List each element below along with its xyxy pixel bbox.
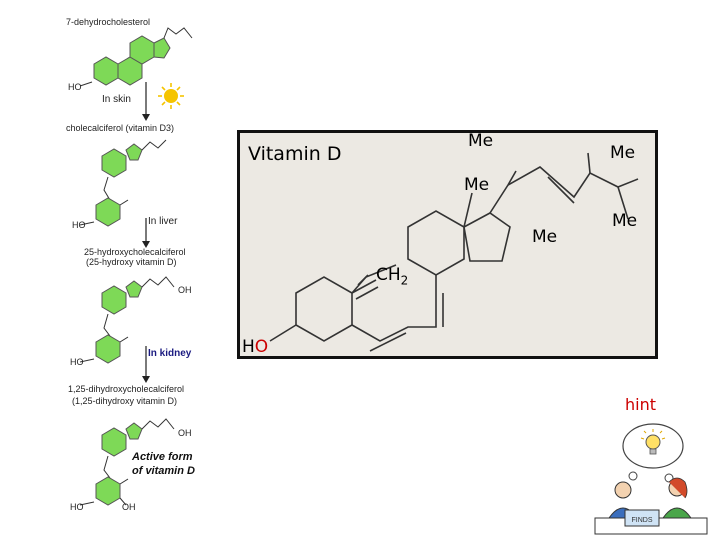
step-in-skin: In skin — [102, 94, 131, 105]
ho-label: HO — [70, 357, 84, 367]
active-form-line2: of vitamin D — [132, 465, 195, 477]
methyl-group-label: Me — [612, 211, 638, 231]
structure-7-dehydrocholesterol — [79, 27, 193, 87]
hydroxyl-group-label: HO — [242, 337, 268, 357]
oh-label: OH — [122, 502, 136, 512]
methyl-group-label: Me — [610, 143, 636, 163]
structure-1-25-dihydroxy — [79, 418, 175, 506]
oh-label: OH — [178, 428, 192, 438]
hydroxyl-o: O — [254, 337, 269, 357]
vitamin-d-title: Vitamin D — [248, 143, 342, 165]
compound-cholecalciferol: cholecalciferol (vitamin D3) — [66, 123, 175, 133]
screen-text: FINDS — [632, 517, 653, 524]
oh-label: OH — [178, 285, 192, 295]
lightbulb-icon — [640, 429, 666, 455]
vitamin-d-skeleton — [269, 152, 639, 352]
compound-25-hydroxy-line1: 25-hydroxycholecalciferol — [84, 247, 186, 257]
structure-25-hydroxy — [79, 276, 175, 364]
hydroxyl-h: H — [242, 337, 255, 357]
compound-25-hydroxy-line2: (25-hydroxy vitamin D) — [86, 257, 177, 267]
step-in-kidney: In kidney — [148, 348, 192, 359]
sun-icon — [158, 83, 184, 109]
hint-label[interactable]: hint — [625, 395, 656, 414]
methyl-group-label: Me — [468, 131, 494, 151]
ch2-group-label: CH2 — [376, 265, 408, 287]
ho-label: HO — [72, 220, 86, 230]
compound-1-25-dihydroxy-line1: 1,25-dihydroxycholecalciferol — [68, 384, 185, 394]
hint-illustration: FINDS — [585, 418, 715, 538]
ho-label: HO — [70, 502, 84, 512]
structure-cholecalciferol — [79, 139, 167, 227]
pathway-structures — [79, 27, 193, 506]
methyl-group-label: Me — [532, 227, 558, 247]
pathway-panel: 7-dehydrocholesterol HO In skin cholecal… — [60, 10, 230, 535]
methyl-group-label: Me — [464, 175, 490, 195]
active-form-line1: Active form — [132, 451, 193, 463]
vitamin-d-structure-panel: Vitamin D Me Me Me Me Me CH2 HO — [237, 130, 658, 359]
ho-label: HO — [68, 82, 82, 92]
step-in-liver: In liver — [148, 216, 178, 227]
thinking-people-illustration: FINDS — [594, 423, 708, 535]
ch-text: CH — [376, 265, 401, 285]
compound-1-25-dihydroxy-line2: (1,25-dihydroxy vitamin D) — [72, 396, 178, 406]
compound-7-dehydrocholesterol: 7-dehydrocholesterol — [66, 17, 151, 27]
ch2-subscript: 2 — [400, 273, 409, 288]
